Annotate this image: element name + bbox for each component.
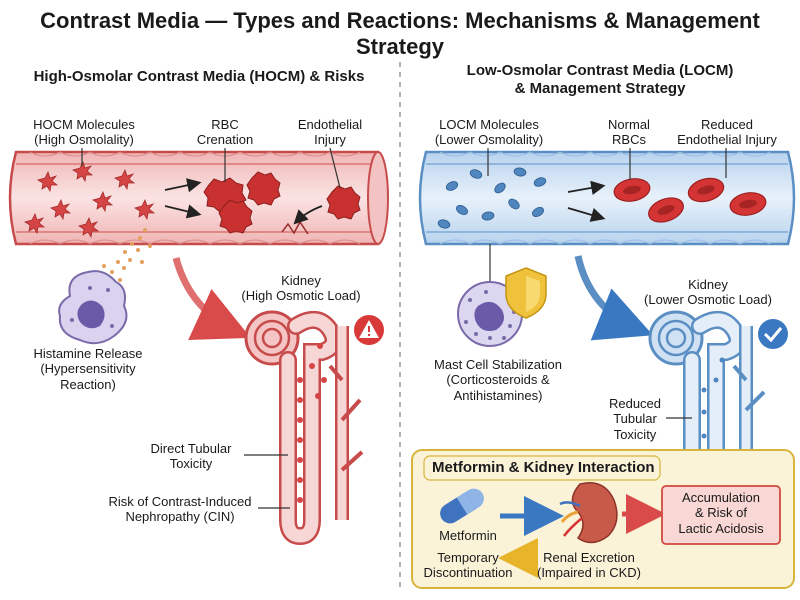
cin-risk-label: Risk of Contrast-Induced Nephropathy (CI… (108, 494, 252, 525)
normal-rbcs (613, 177, 767, 223)
locm-molecules-label: LOCM Molecules (Lower Osmolality) (434, 117, 544, 148)
endothelial-injury-label: Endothelial Injury (297, 117, 363, 148)
locm-nephron (648, 310, 766, 469)
hocm-heading: High-Osmolar Contrast Media (HOCM) & Ris… (33, 68, 365, 85)
hocm-molecules (24, 160, 156, 239)
rbc-crenation-label: RBC Crenation (196, 117, 254, 148)
locm-molecules (437, 167, 547, 229)
renal-excretion-label: Renal Excretion (Impaired in CKD) (536, 550, 642, 581)
warning-icon (354, 315, 384, 345)
degranulating-mast-cell (58, 270, 128, 345)
left-leaders (81, 147, 341, 189)
accumulation-label: Accumulation & Risk of Lactic Acidosis (678, 490, 764, 536)
metformin-label: Metformin (439, 528, 497, 543)
locm-to-kidney-arrow (574, 255, 653, 341)
tubule-molecules (297, 343, 327, 503)
locm-heading: Low-Osmolar Contrast Media (LOCM) & Mana… (466, 62, 734, 97)
crenated-rbcs (203, 171, 361, 234)
hocm-vessel (8, 150, 389, 246)
locm-vessel (418, 150, 796, 246)
check-icon (758, 319, 788, 349)
reduced-endothelial-injury-label: Reduced Endothelial Injury (677, 117, 777, 148)
hocm-molecules-label: HOCM Molecules (High Osmolality) (33, 117, 135, 148)
hocm-nephron (244, 310, 364, 546)
histamine-release-label: Histamine Release (Hypersensitivity Reac… (33, 346, 143, 392)
locm-kidney-label: Kidney (Lower Osmotic Load) (644, 277, 772, 308)
accumulation-box (661, 485, 781, 545)
metformin-box-title: Metformin & Kidney Interaction (432, 459, 655, 476)
hocm-to-kidney-arrow (172, 257, 251, 340)
hocm-kidney-label: Kidney (High Osmotic Load) (241, 273, 361, 304)
shield-icon (505, 267, 547, 319)
histamine-granules (96, 228, 152, 286)
kidney-organ-icon (559, 482, 618, 544)
metformin-pill-icon (440, 488, 484, 524)
temporary-discontinuation-label: Temporary Discontinuation (423, 550, 513, 581)
tubular-toxicity-label: Direct Tubular Toxicity (150, 441, 232, 472)
reduced-tubular-toxicity-label: Reduced Tubular Toxicity (608, 396, 662, 442)
page-title: Contrast Media — Types and Reactions: Me… (40, 8, 760, 59)
normal-rbcs-label: Normal RBCs (608, 117, 650, 148)
mast-cell-stabilization-label: Mast Cell Stabilization (Corticosteroids… (434, 357, 562, 403)
